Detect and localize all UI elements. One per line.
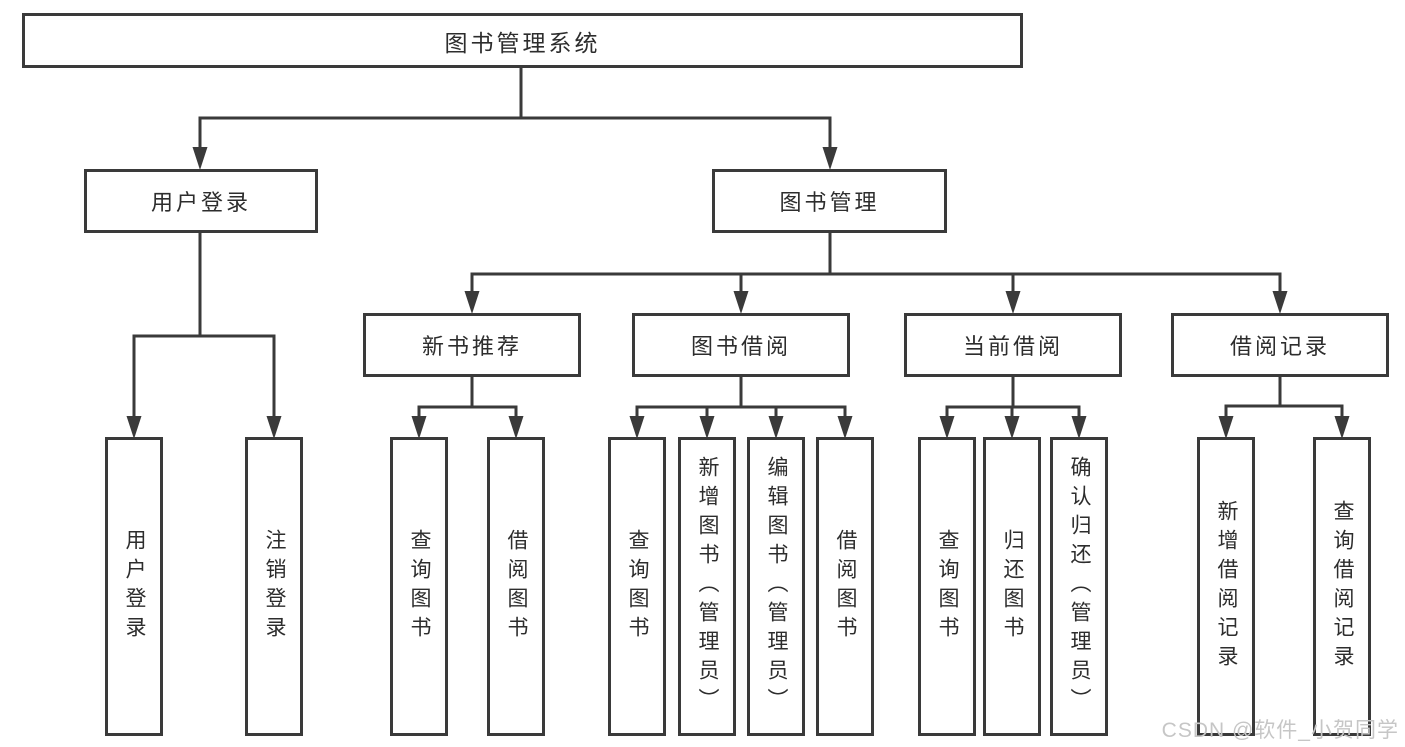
arrow-down-icon — [1272, 291, 1288, 314]
leaf-query-books-borrowing: 查询图书 — [608, 437, 666, 736]
node-borrowing-records: 借阅记录 — [1171, 313, 1389, 377]
arrow-down-icon — [1334, 416, 1350, 439]
node-current-borrowing: 当前借阅 — [904, 313, 1122, 377]
leaf-add-borrow-record: 新增借阅记录 — [1197, 437, 1255, 736]
arrow-down-icon — [822, 147, 838, 170]
leaf-borrow-books-recommend: 借阅图书 — [487, 437, 545, 736]
arrow-down-icon — [464, 291, 480, 314]
arrow-down-icon — [1005, 291, 1021, 314]
leaf-logout: 注销登录 — [245, 437, 303, 736]
node-root-system: 图书管理系统 — [22, 13, 1023, 68]
leaf-query-borrow-record: 查询借阅记录 — [1313, 437, 1371, 736]
leaf-edit-book-admin: 编辑图书（管理员） — [747, 437, 805, 736]
leaf-borrow-books-borrowing: 借阅图书 — [816, 437, 874, 736]
leaf-add-book-admin: 新增图书（管理员） — [678, 437, 736, 736]
node-new-book-recommend: 新书推荐 — [363, 313, 581, 377]
arrow-down-icon — [1071, 416, 1087, 439]
arrow-down-icon — [266, 416, 282, 439]
node-book-borrowing: 图书借阅 — [632, 313, 850, 377]
leaf-return-books: 归还图书 — [983, 437, 1041, 736]
leaf-query-books-current: 查询图书 — [918, 437, 976, 736]
watermark: CSDN @软件_小贺同学 — [1161, 719, 1399, 742]
arrow-down-icon — [629, 416, 645, 439]
arrow-down-icon — [939, 416, 955, 439]
arrow-down-icon — [411, 416, 427, 439]
node-book-management: 图书管理 — [712, 169, 947, 233]
node-user-login: 用户登录 — [84, 169, 318, 233]
arrow-down-icon — [126, 416, 142, 439]
leaf-confirm-return-admin: 确认归还（管理员） — [1050, 437, 1108, 736]
arrow-down-icon — [192, 147, 208, 170]
arrow-down-icon — [1004, 416, 1020, 439]
leaf-user-login: 用户登录 — [105, 437, 163, 736]
arrow-down-icon — [733, 291, 749, 314]
arrow-down-icon — [508, 416, 524, 439]
leaf-query-books-recommend: 查询图书 — [390, 437, 448, 736]
arrow-down-icon — [837, 416, 853, 439]
arrow-down-icon — [699, 416, 715, 439]
arrow-down-icon — [1218, 416, 1234, 439]
arrow-down-icon — [768, 416, 784, 439]
